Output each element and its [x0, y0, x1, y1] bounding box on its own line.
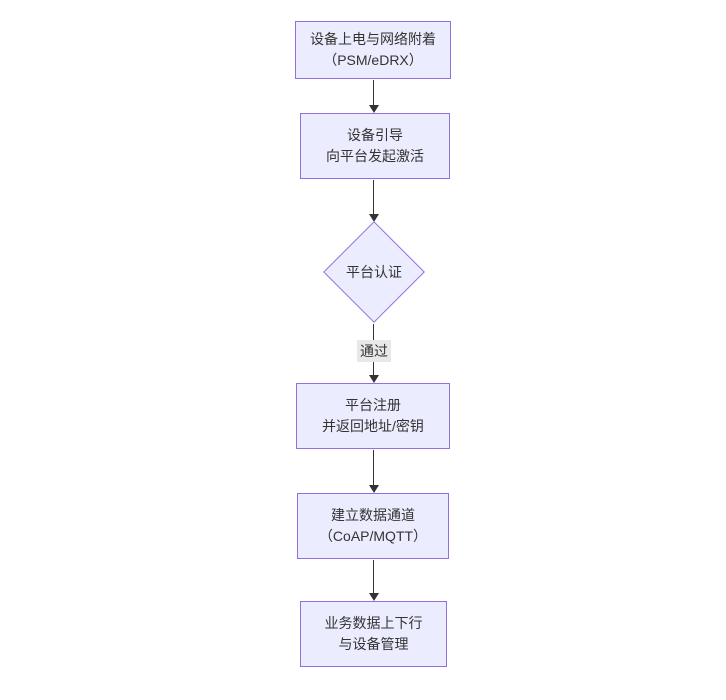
node-text-line: 建立数据通道 [331, 507, 415, 523]
node-text-line: 与设备管理 [338, 636, 409, 652]
node-text-line: （CoAP/MQTT） [318, 528, 428, 544]
arrow-head [369, 105, 379, 113]
arrow-head [369, 375, 379, 383]
node-power-network-attach: 设备上电与网络附着 （PSM/eDRX） [295, 21, 451, 79]
node-text-line: 设备引导 [347, 127, 403, 143]
arrow-line [373, 560, 374, 594]
node-text-line: （PSM/eDRX） [323, 52, 423, 68]
arrow-head [369, 485, 379, 493]
node-text-line: 设备上电与网络附着 [310, 31, 436, 47]
node-text-line: 向平台发起激活 [326, 148, 424, 164]
arrow-line [373, 450, 374, 486]
arrow-head [369, 214, 379, 222]
arrow-line [373, 80, 374, 106]
node-text-line: 并返回地址/密钥 [322, 418, 424, 434]
node-data-channel: 建立数据通道 （CoAP/MQTT） [297, 493, 449, 559]
node-platform-register: 平台注册 并返回地址/密钥 [296, 383, 450, 449]
node-text-line: 平台认证 [346, 264, 402, 280]
node-business-data-management: 业务数据上下行 与设备管理 [300, 601, 447, 667]
node-device-bootstrap: 设备引导 向平台发起激活 [300, 113, 450, 179]
decision-platform-auth: 平台认证 [321, 221, 427, 323]
node-text-line: 平台注册 [345, 397, 401, 413]
edge-label-pass: 通过 [357, 340, 391, 362]
node-text-line: 业务数据上下行 [324, 615, 423, 631]
arrow-line [373, 180, 374, 215]
arrow-head [369, 593, 379, 601]
